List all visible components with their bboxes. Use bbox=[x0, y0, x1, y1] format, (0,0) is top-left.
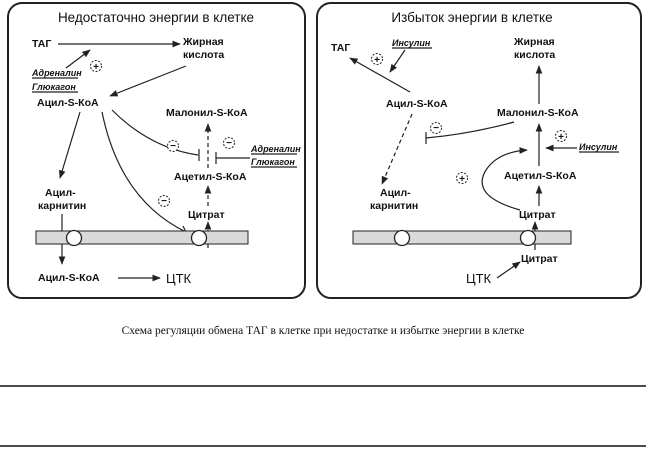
left-minus-circle-hormones bbox=[223, 137, 235, 149]
left-minus-sign-hormones: − bbox=[226, 138, 232, 149]
left-citrate-transporter bbox=[190, 229, 208, 247]
left-acyl-to-acylcarnitine-arrow bbox=[58, 111, 81, 179]
right-malonyl-inhibits-transport-line bbox=[425, 121, 515, 139]
left-tag-label: ТАГ bbox=[32, 38, 51, 50]
left-fatty-acid-label-line2: кислота bbox=[183, 49, 224, 61]
left-acyl-inhibits-transport-line bbox=[101, 111, 187, 233]
right-citrate-activation-curve bbox=[481, 147, 528, 211]
right-plus-circle-top bbox=[371, 53, 383, 65]
left-minus-sign-transport: − bbox=[161, 196, 167, 207]
left-fatty-acid-label-line1: Жирная bbox=[182, 36, 224, 48]
figure-caption: Схема регуляции обмена ТАГ в клетке при … bbox=[122, 325, 525, 337]
left-plus-circle-top bbox=[90, 60, 102, 72]
left-adrenaline-label-right: Адреналин bbox=[250, 144, 301, 154]
right-plus-circle-insulin bbox=[555, 130, 567, 142]
left-acyl-scoa-label: Ацил-S-КоА bbox=[37, 97, 99, 109]
right-acylcarnitine-label-line2: карнитин bbox=[370, 200, 418, 212]
right-minus-sign: − bbox=[433, 123, 439, 134]
left-citrate-label: Цитрат bbox=[188, 209, 225, 221]
left-acetyl-scoa-label: Ацетил-S-КоА bbox=[174, 171, 247, 183]
right-citrate-bottom-label: Цитрат bbox=[521, 253, 558, 265]
right-plus-sign-citrate: + bbox=[459, 174, 465, 185]
left-panel: Недостаточно энергии в клетке ТАГ Жирная… bbox=[7, 2, 306, 299]
right-carnitine-transporter bbox=[393, 229, 411, 247]
right-tca-to-citrate-arrow bbox=[496, 261, 521, 279]
left-acyl-scoa-bottom-label: Ацил-S-КоА bbox=[38, 272, 100, 284]
left-panel-frame bbox=[7, 2, 306, 299]
right-plus-sign-insulin: + bbox=[558, 132, 564, 143]
right-citrate-transporter bbox=[519, 229, 537, 247]
right-panel-title: Избыток энергии в клетке bbox=[391, 10, 552, 25]
right-plus-circle-citrate bbox=[456, 172, 468, 184]
right-malonyl-scoa-label: Малонил-S-КоА bbox=[497, 107, 579, 119]
left-minus-circle-transport bbox=[158, 195, 170, 207]
left-glucagon-label-right: Глюкагон bbox=[251, 157, 295, 167]
right-insulin-right-label: Инсулин bbox=[579, 142, 618, 152]
left-hormones-activation-arrow bbox=[65, 49, 91, 69]
right-fatty-acid-label-line1: Жирная bbox=[513, 36, 555, 48]
left-acylcarnitine-label-line2: карнитин bbox=[38, 200, 86, 212]
right-minus-circle bbox=[430, 122, 442, 134]
right-panel: Избыток энергии в клетке ТАГ Инсулин + Ж… bbox=[316, 2, 642, 299]
right-tca-label: ЦТК bbox=[466, 271, 492, 286]
left-fatty-acid-to-acyl-arrow bbox=[109, 65, 187, 97]
right-acyl-to-tag-arrow bbox=[349, 57, 411, 93]
left-malonyl-scoa-label: Малонил-S-КоА bbox=[166, 107, 248, 119]
right-plus-sign-top: + bbox=[374, 55, 380, 66]
right-acylcarnitine-label-line1: Ацил- bbox=[380, 187, 411, 199]
left-minus-circle-acyl bbox=[167, 140, 179, 152]
right-acetyl-scoa-label: Ацетил-S-КоА bbox=[504, 170, 577, 182]
right-panel-frame bbox=[316, 2, 642, 299]
right-acyl-scoa-label: Ацил-S-КоА bbox=[386, 98, 448, 110]
left-minus-sign-acyl: − bbox=[170, 141, 176, 152]
left-glucagon-label: Глюкагон bbox=[32, 82, 76, 92]
right-tag-label: ТАГ bbox=[331, 42, 350, 54]
right-insulin-activation-arrow bbox=[389, 49, 406, 73]
right-fatty-acid-label-line2: кислота bbox=[514, 49, 555, 61]
right-insulin-top-label: Инсулин bbox=[392, 38, 431, 48]
right-acyl-to-acylcarnitine-dashed-arrow bbox=[381, 113, 413, 185]
left-acylcarnitine-label-line1: Ацил- bbox=[45, 187, 76, 199]
left-adrenaline-label: Адреналин bbox=[31, 68, 82, 78]
left-panel-title: Недостаточно энергии в клетке bbox=[58, 10, 254, 25]
right-mitochondrial-membrane bbox=[352, 230, 572, 245]
left-plus-sign-top: + bbox=[93, 62, 99, 73]
left-carnitine-transporter bbox=[65, 229, 83, 247]
left-tca-label: ЦТК bbox=[166, 271, 192, 286]
left-acyl-inhibits-carboxylase-line bbox=[111, 109, 199, 156]
right-citrate-label: Цитрат bbox=[519, 209, 556, 221]
